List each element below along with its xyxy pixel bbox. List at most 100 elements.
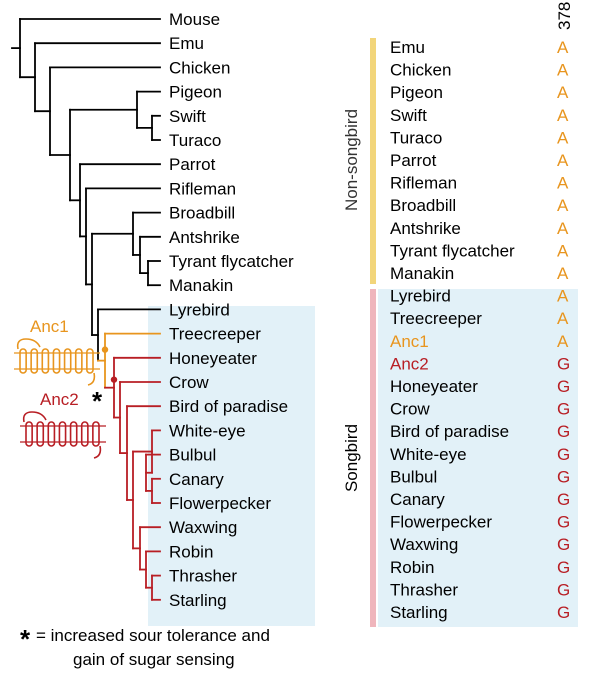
songbird-group-label: Songbird	[342, 424, 361, 492]
table-row-residue-manakin: A	[557, 264, 569, 283]
n-terminal-domain	[22, 411, 47, 423]
table-row-residue-robin: G	[557, 558, 570, 577]
table-row-residue-flowerpecker: G	[557, 513, 570, 532]
anc2-receptor-icon	[20, 411, 106, 459]
leaf-label-broadbill: Broadbill	[169, 204, 235, 223]
leaf-label-robin: Robin	[169, 542, 213, 561]
transmembrane-helix	[80, 421, 89, 447]
transmembrane-helix	[74, 348, 83, 374]
non-songbird-group-label: Non-songbird	[342, 109, 361, 211]
c-terminal-tail	[87, 372, 96, 386]
transmembrane-helix	[69, 421, 78, 447]
table-row-residue-turaco: A	[557, 128, 569, 147]
footnote-line-1: = increased sour tolerance and	[36, 626, 270, 645]
table-row-residue-honeyeater: G	[557, 377, 570, 396]
n-terminal-domain	[16, 338, 41, 350]
leaf-label-waxwing: Waxwing	[169, 518, 237, 537]
table-row-residue-parrot: A	[557, 151, 569, 170]
leaf-label-flowerpecker: Flowerpecker	[169, 494, 271, 513]
table-row-name-canary: Canary	[390, 490, 445, 509]
leaf-label-rifleman: Rifleman	[169, 179, 236, 198]
table-row-name-starling: Starling	[390, 603, 448, 622]
table-row-residue-pigeon: A	[557, 83, 569, 102]
songbird-background-table	[378, 289, 578, 627]
anc2-label: Anc2	[40, 390, 79, 409]
table-row-name-anc2: Anc2	[390, 354, 429, 373]
transmembrane-helix	[25, 421, 33, 447]
table-row-residue-anc1: A	[557, 332, 569, 351]
table-row-name-thrasher: Thrasher	[390, 580, 458, 599]
transmembrane-helix	[52, 348, 61, 374]
table-row-name-honeyeater: Honeyeater	[390, 377, 478, 396]
leaf-label-lyrebird: Lyrebird	[169, 300, 230, 319]
table-row-name-treecreeper: Treecreeper	[390, 309, 482, 328]
table-row-residue-bird-of-paradise: G	[557, 422, 570, 441]
footnote-asterisk: *	[20, 624, 31, 654]
leaf-label-emu: Emu	[169, 34, 204, 53]
leaf-label-mouse: Mouse	[169, 10, 220, 29]
table-row-name-lyrebird: Lyrebird	[390, 287, 451, 306]
position-header: 378	[555, 2, 574, 30]
c-terminal-tail	[93, 445, 102, 459]
table-row-residue-bulbul: G	[557, 467, 570, 486]
table-row-name-robin: Robin	[390, 558, 434, 577]
leaf-label-swift: Swift	[169, 107, 206, 126]
leaf-label-starling: Starling	[169, 591, 227, 610]
table-row-name-swift: Swift	[390, 106, 427, 125]
leaf-label-bulbul: Bulbul	[169, 446, 216, 465]
leaf-label-pigeon: Pigeon	[169, 83, 222, 102]
table-row-residue-thrasher: G	[557, 580, 570, 599]
leaf-label-crow: Crow	[169, 373, 209, 392]
transmembrane-helix	[58, 421, 67, 447]
tree-branches	[11, 18, 161, 601]
table-row-name-antshrike: Antshrike	[390, 219, 461, 238]
transmembrane-helix	[63, 348, 72, 374]
table-row-residue-waxwing: G	[557, 535, 570, 554]
table-row-name-crow: Crow	[390, 400, 430, 419]
table-row-residue-chicken: A	[557, 61, 569, 80]
table-row-residue-canary: G	[557, 490, 570, 509]
anc1-node-dot	[101, 346, 109, 353]
table-row-name-broadbill: Broadbill	[390, 196, 456, 215]
anc2-node-dot	[110, 376, 118, 383]
table-row-name-parrot: Parrot	[390, 151, 437, 170]
table-row-name-anc1: Anc1	[390, 332, 429, 351]
leaf-label-white-eye: White-eye	[169, 421, 246, 440]
leaf-label-parrot: Parrot	[169, 155, 216, 174]
anc1-receptor-icon	[14, 338, 100, 386]
tree-leaf-labels: MouseEmuChickenPigeonSwiftTuracoParrotRi…	[169, 10, 294, 610]
leaf-label-canary: Canary	[169, 470, 224, 489]
table-row-residue-lyrebird: A	[557, 287, 569, 306]
footnote-line-2: gain of sugar sensing	[73, 650, 235, 669]
table-row-name-white-eye: White-eye	[390, 445, 467, 464]
transmembrane-helix	[41, 348, 50, 374]
table-row-name-bulbul: Bulbul	[390, 467, 437, 486]
non-songbird-bar	[370, 38, 376, 284]
leaf-label-tyrant-flycatcher: Tyrant flycatcher	[169, 252, 294, 271]
table-row-residue-antshrike: A	[557, 219, 569, 238]
leaf-label-honeyeater: Honeyeater	[169, 349, 257, 368]
table-row-residue-crow: G	[557, 400, 570, 419]
leaf-label-bird-of-paradise: Bird of paradise	[169, 397, 288, 416]
songbird-background-tree	[148, 306, 315, 626]
transmembrane-helix	[92, 421, 100, 447]
table-row-name-waxwing: Waxwing	[390, 535, 458, 554]
leaf-label-manakin: Manakin	[169, 276, 233, 295]
asterisk-marker: *	[92, 386, 103, 416]
table-row-name-turaco: Turaco	[390, 128, 442, 147]
transmembrane-helix	[19, 348, 27, 374]
transmembrane-helix	[47, 421, 56, 447]
anc1-label: Anc1	[30, 317, 69, 336]
songbird-bar	[370, 289, 376, 627]
leaf-label-treecreeper: Treecreeper	[169, 325, 261, 344]
table-row-residue-swift: A	[557, 106, 569, 125]
leaf-label-antshrike: Antshrike	[169, 228, 240, 247]
table-row-name-manakin: Manakin	[390, 264, 454, 283]
leaf-label-turaco: Turaco	[169, 131, 221, 150]
transmembrane-helix	[86, 348, 94, 374]
table-row-name-rifleman: Rifleman	[390, 174, 457, 193]
table-row-name-pigeon: Pigeon	[390, 83, 443, 102]
transmembrane-helix	[36, 421, 45, 447]
